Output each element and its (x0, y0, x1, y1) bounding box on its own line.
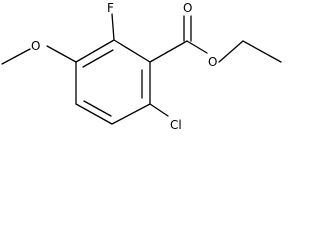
bond-c6-cl (149, 103, 169, 117)
bond-ch2-ch3 (242, 40, 282, 63)
bond-c1-carbonyl-c (149, 40, 188, 63)
bond-ester-o-ch2 (218, 40, 244, 63)
ring-bond-c2-c3 (75, 39, 115, 63)
bond-c3-methoxy-o (46, 45, 77, 63)
carbonyl-oxygen-label: O (183, 1, 192, 15)
bond-c2-f (111, 13, 115, 41)
ring-bond-c1-c2 (113, 39, 151, 63)
ring-double-bond-c4-c5 (83, 100, 112, 117)
fluorine-label: F (107, 1, 114, 15)
methoxy-oxygen-label: O (31, 39, 40, 53)
bond-carbonyl-c-ester-o (186, 40, 208, 54)
chlorine-label: Cl (170, 118, 182, 132)
ring-double-bond-c2-c3 (82, 49, 114, 68)
chemical-structure-diagram: F O Cl O O (1, 1, 282, 132)
benzene-ring (75, 39, 151, 125)
ring-bond-c5-c6 (111, 103, 151, 125)
bond-methoxy-o-ch3 (1, 48, 31, 65)
ring-bond-c4-c5 (75, 103, 113, 125)
ester-oxygen-label: O (208, 55, 217, 69)
